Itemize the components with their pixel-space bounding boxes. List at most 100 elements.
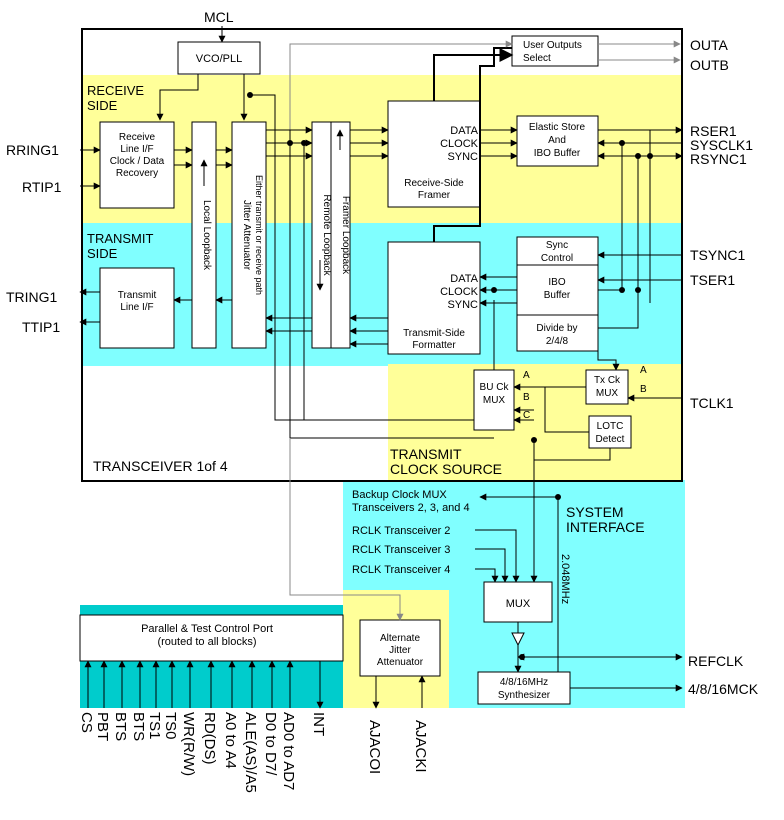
recovery-line-3: Clock / Data (110, 156, 165, 167)
divide-label: Divide by (536, 323, 577, 334)
rsync-label: RSYNC1 (690, 151, 747, 167)
synth-label-2: Synthesizer (498, 690, 551, 701)
elastic-label-3: IBO Buffer (534, 148, 581, 159)
tx-sync-label: SYNC (447, 299, 478, 311)
recovery-line-2: Line I/F (120, 144, 153, 155)
alt-label-3: Attenuator (377, 657, 424, 668)
control-port-block (79, 614, 344, 662)
tser-label: TSER1 (690, 272, 735, 288)
receive-side-label-2: SIDE (87, 98, 118, 113)
system-interface-label: SYSTEM (566, 504, 624, 520)
alt-jitter-block (359, 619, 441, 677)
mck-label: 4/8/16MCK (688, 681, 759, 697)
rring-label: RRING1 (6, 142, 59, 158)
ibo-label-2: Buffer (544, 290, 571, 301)
pin-label: RD(DS) (201, 712, 218, 765)
bumux-label-2: MUX (483, 395, 506, 406)
mux-block (483, 581, 553, 623)
txmux-label-2: MUX (596, 388, 619, 399)
tx-fmt-label: Transmit-Side (403, 328, 465, 339)
pin-label: PBT (94, 712, 111, 741)
transmit-side-label-2: SIDE (87, 246, 118, 261)
sync-ctl-label-2: Control (541, 253, 573, 264)
tx-clock-label: CLOCK (440, 286, 479, 298)
user-outputs-label-2: Select (523, 53, 551, 64)
jitter-sub-label: Either transmit or receive path (254, 175, 264, 295)
sysclk-label: SYSCLK1 (690, 137, 753, 153)
remote-loopback-label: Remote Loopback (321, 194, 332, 276)
vco-pll-label: VCO/PLL (196, 53, 242, 65)
recovery-line-1: Receive (119, 132, 156, 143)
mcl-label: MCL (204, 9, 234, 25)
txmux-a: A (640, 365, 647, 376)
tring-label: TRING1 (6, 289, 58, 305)
transmit-formatter-block (387, 241, 481, 355)
elastic-label-1: Elastic Store (529, 122, 586, 133)
rx-framer-label-2: Framer (418, 190, 451, 201)
tx-fmt-label-2: Formatter (412, 340, 456, 351)
framer-loopback-label: Framer Loopback (340, 196, 351, 275)
synthesizer-block (477, 671, 571, 705)
rtip-label: RTIP1 (22, 179, 62, 195)
vco-pll-block (177, 41, 261, 75)
txmux-b: B (640, 384, 647, 395)
outb-label: OUTB (690, 57, 729, 73)
rclk4-label: RCLK Transceiver 4 (352, 564, 450, 576)
ajacoi-label: AJACOI (366, 720, 383, 774)
receive-line-if-block (99, 121, 175, 209)
clock-source-label-2: CLOCK SOURCE (390, 461, 502, 477)
jitter-attenuator-block (231, 121, 267, 349)
pin-label: WR(R/W) (180, 712, 197, 776)
mux-label: MUX (506, 598, 531, 610)
sync-ctl-label: Sync (546, 240, 568, 251)
rclk3-label: RCLK Transceiver 3 (352, 544, 450, 556)
port-label-2: (routed to all blocks) (157, 636, 256, 648)
receive-side-label: RECEIVE (87, 83, 144, 98)
ttip-label: TTIP1 (22, 319, 60, 335)
divide-block (516, 314, 599, 352)
bu-ck-mux-block (473, 369, 515, 431)
sync-control-block (516, 236, 599, 266)
rser-label: RSER1 (690, 123, 737, 139)
rclk2-label: RCLK Transceiver 2 (352, 525, 450, 537)
bumux-c: C (523, 410, 530, 421)
outa-label: OUTA (690, 37, 729, 53)
jitter-label: Jitter Attenuator (241, 200, 252, 271)
pin-label: TS1 (146, 712, 163, 740)
pin-label: TS0 (162, 712, 179, 740)
freq-label: 2.048MHz (559, 554, 571, 604)
receive-framer-block (387, 100, 481, 208)
tclk-label: TCLK1 (690, 395, 734, 411)
synth-label: 4/8/16MHz (500, 677, 548, 688)
pin-label: INT (310, 712, 327, 736)
clock-source-label: TRANSMIT (390, 446, 462, 462)
pin-label: BTS (130, 712, 147, 741)
pin-label: CS (78, 712, 95, 733)
ibo-label: IBO (548, 277, 565, 288)
local-loopback-label: Local Loopback (201, 200, 212, 271)
ajacki-label: AJACKI (412, 720, 429, 773)
bumux-label: BU Ck (480, 382, 510, 393)
transmit-line-if-block (99, 267, 175, 349)
elastic-label-2: And (548, 135, 566, 146)
pin-label: A0 to A4 (222, 712, 239, 769)
backup-mux-label-2: Transceivers 2, 3, and 4 (352, 502, 470, 514)
lotc-label: LOTC (597, 421, 624, 432)
rx-clock-label: CLOCK (440, 138, 479, 150)
rx-data-label: DATA (450, 125, 478, 137)
system-interface-label-2: INTERFACE (566, 519, 645, 535)
pin-label: BTS (112, 712, 129, 741)
pin-label: D0 to D7/ (262, 712, 279, 776)
backup-mux-label: Backup Clock MUX (352, 489, 447, 501)
pin-label: ALE(AS)/A5 (242, 712, 259, 793)
transmit-side-label: TRANSMIT (87, 231, 154, 246)
tx-line-2: Line I/F (120, 302, 153, 313)
recovery-line-4: Recovery (116, 168, 158, 179)
clock-source-region (388, 364, 682, 480)
txmux-label: Tx Ck (594, 375, 621, 386)
refclk-label: REFCLK (688, 653, 744, 669)
alt-label-2: Jitter (389, 645, 411, 656)
tx-data-label: DATA (450, 273, 478, 285)
user-outputs-label: User Outputs (523, 40, 582, 51)
